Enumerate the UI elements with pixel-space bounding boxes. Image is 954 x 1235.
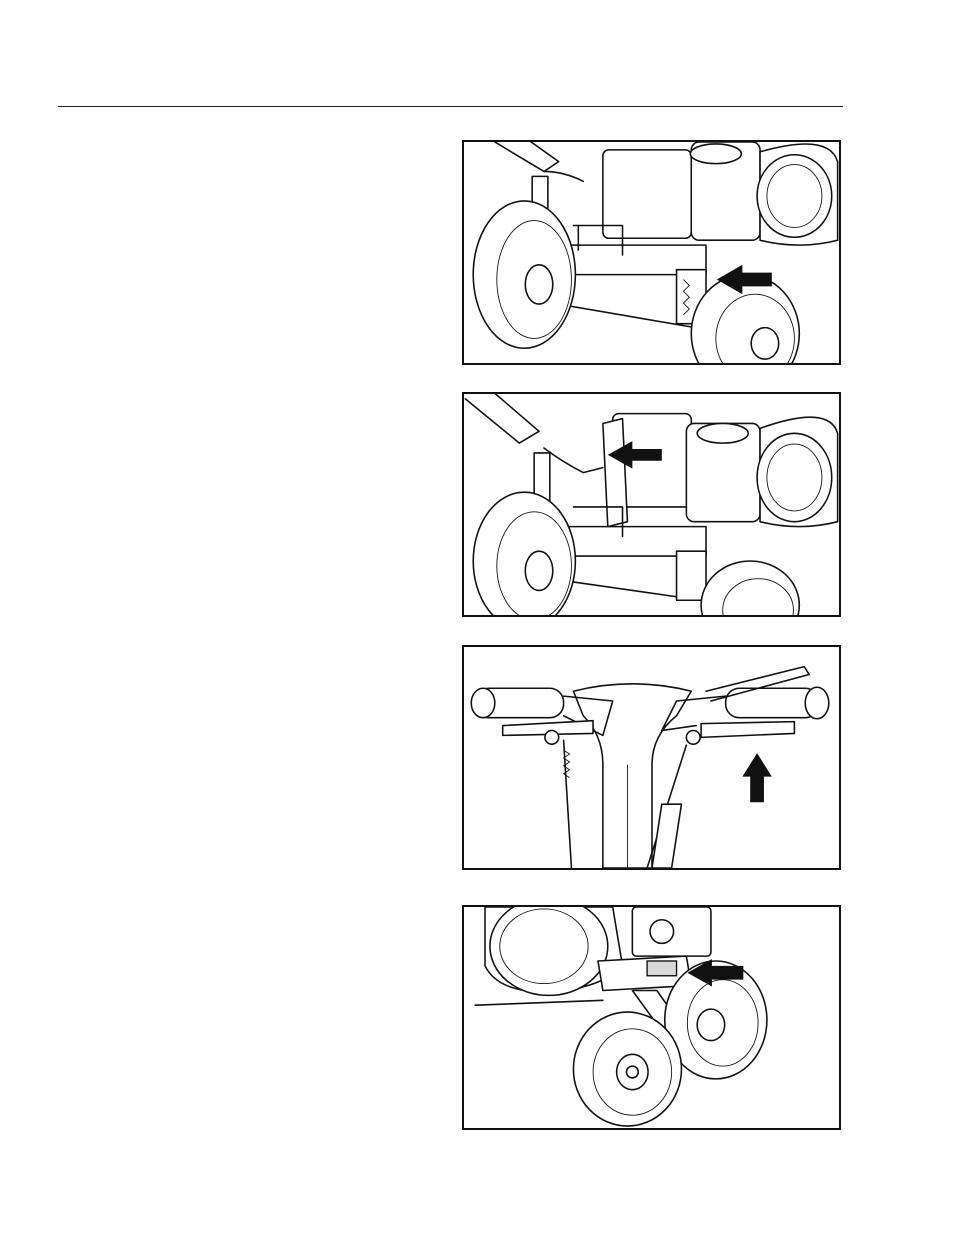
arrow-up-icon [742, 753, 771, 802]
figure-handlebar-levers [462, 645, 841, 870]
figure-front-axle [462, 140, 841, 365]
mower-front-axle-illustration [464, 142, 839, 363]
handlebar-levers-illustration [464, 647, 839, 868]
mower-engine-linkage-illustration [464, 394, 839, 615]
figure-rear-wheel-bracket [462, 905, 841, 1130]
rear-wheel-bracket-illustration [464, 907, 839, 1128]
header-rule [58, 106, 843, 107]
figure-engine-linkage [462, 392, 841, 617]
